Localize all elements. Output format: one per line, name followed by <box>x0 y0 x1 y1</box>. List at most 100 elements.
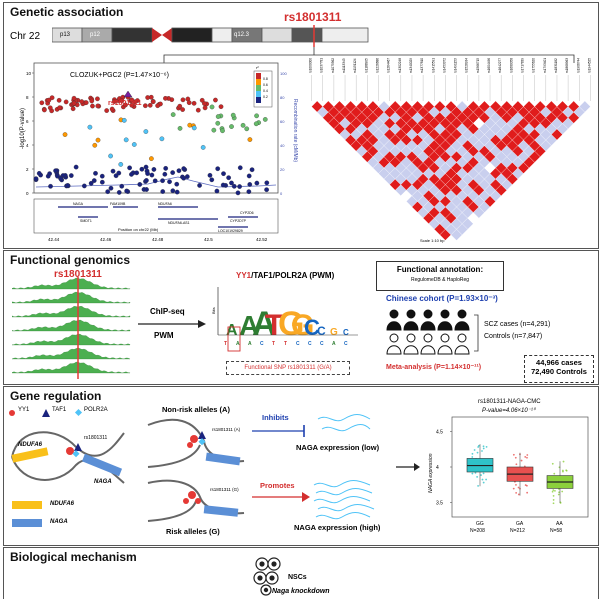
locus-point <box>108 185 114 191</box>
locus-point <box>134 170 140 176</box>
locus-point <box>162 171 168 177</box>
chipseq-track <box>12 333 131 346</box>
boxplot-ytick: 3.5 <box>436 501 443 507</box>
locus-point <box>177 103 183 109</box>
locus-point <box>131 142 137 147</box>
chr-band-p12: p12 <box>90 32 101 38</box>
ld-snp-label: rs1944525 <box>587 58 591 73</box>
ld-snp-label: rs1226686 <box>376 58 380 73</box>
ld-snp-label: rs1037781 <box>320 58 324 73</box>
motif-letter: C <box>343 328 349 337</box>
chipseq-arrow <box>138 320 206 328</box>
legend-polr2a: POLR2A <box>84 407 108 413</box>
motif-seq-letter: T <box>224 341 227 347</box>
motif-letter: T <box>265 309 283 342</box>
ld-snp-label: rs1793401 <box>543 58 547 73</box>
boxplot-jitter <box>473 449 476 451</box>
locus-y2tick: 20 <box>280 167 285 172</box>
risk-loop <box>147 479 245 522</box>
locus-point <box>119 183 125 189</box>
locus-point <box>129 102 135 108</box>
locus-point <box>247 182 253 187</box>
ld-snp-label: rs1717839 <box>521 58 525 73</box>
locus-point <box>209 104 215 110</box>
locus-point <box>170 188 176 194</box>
ld-snp-label: rs1264467 <box>387 58 391 73</box>
ld-snp-label: rs1000000 <box>309 58 313 73</box>
boxplot-jitter <box>551 490 554 493</box>
chipseq-track <box>12 361 131 374</box>
r2-level-0: 0.8 <box>263 77 268 81</box>
locus-point <box>151 167 157 172</box>
locus-point <box>249 167 255 173</box>
locus-point <box>143 129 149 134</box>
annotation-title: Functional annotation: <box>396 265 484 274</box>
person-head <box>423 309 433 319</box>
boxplot-title: rs1801311-NAGA-CMC <box>478 399 541 405</box>
locus-point <box>240 122 246 128</box>
boxplot-jitter <box>482 481 485 484</box>
gene-label-0: NAGA <box>73 202 84 206</box>
svg-text:Bits: Bits <box>212 307 216 314</box>
locus-ytick: 0 <box>26 191 29 196</box>
locus-point <box>254 113 259 119</box>
locus-point <box>116 190 122 195</box>
locus-point <box>95 96 100 102</box>
person-head <box>423 333 433 343</box>
section-title-mechanism: Biological mechanism <box>10 550 137 564</box>
locus-point <box>180 107 185 112</box>
r2-level-1: 0.6 <box>263 83 268 87</box>
locus-point <box>79 99 85 104</box>
locus-point <box>108 153 113 159</box>
motif-seq-letter: T <box>272 341 275 347</box>
locus-point <box>70 106 76 112</box>
ld-scale: Scale 1:10 bp <box>420 238 445 243</box>
locus-point <box>104 108 110 113</box>
ld-snp-label: rs1415591 <box>431 58 435 73</box>
lead-snp-marker <box>123 90 133 98</box>
chr-band-q12: q12.3 <box>234 32 250 38</box>
locus-point <box>89 98 95 104</box>
locus-point <box>163 96 168 101</box>
locus-point <box>160 178 165 184</box>
person-head <box>457 309 467 319</box>
locus-point <box>195 107 201 113</box>
motif-seq-letter: T <box>284 341 287 347</box>
motif-letter: G <box>291 309 314 342</box>
r2-level-2: 0.4 <box>263 89 268 93</box>
boxplot-jitter <box>561 469 564 472</box>
legend-taf1: TAF1 <box>52 407 67 413</box>
locus-point <box>152 178 158 184</box>
locus-point <box>176 168 182 174</box>
locus-point <box>109 106 115 112</box>
motif-letter: C <box>304 315 320 340</box>
motif-letter: G <box>330 327 338 338</box>
locus-point <box>174 189 180 195</box>
locus-point <box>63 99 69 105</box>
locus-point <box>264 180 270 186</box>
boxplot-jitter <box>552 494 555 497</box>
chipseq-track <box>12 347 131 360</box>
boxplot-jitter <box>474 471 477 474</box>
locus-point <box>58 176 64 182</box>
locus-point <box>186 100 192 105</box>
ld-snp-label: rs1075562 <box>331 58 335 73</box>
locus-point <box>119 98 125 103</box>
locus-point <box>73 164 79 170</box>
locus-point <box>65 183 70 188</box>
promotes-arrow <box>252 492 310 502</box>
locus-snp-label: rs1801311 <box>108 100 142 107</box>
person-body <box>386 345 402 355</box>
boxplot-jitter <box>481 450 483 452</box>
locus-xtick: 42.48 <box>152 237 164 242</box>
boxplot-ytick: 4.5 <box>436 429 443 435</box>
locus-point <box>147 102 153 108</box>
functional-snp-box: Functional SNP rs1801311 (G/A) <box>226 361 350 375</box>
boxplot-n: N=208 <box>470 528 485 534</box>
ld-snp-label: rs1831182 <box>554 58 558 73</box>
locus-point <box>95 103 101 109</box>
boxplot-genotype: GG <box>476 521 484 527</box>
locus-point <box>202 101 207 106</box>
loop-label-snp: rs1801311 <box>84 435 108 441</box>
